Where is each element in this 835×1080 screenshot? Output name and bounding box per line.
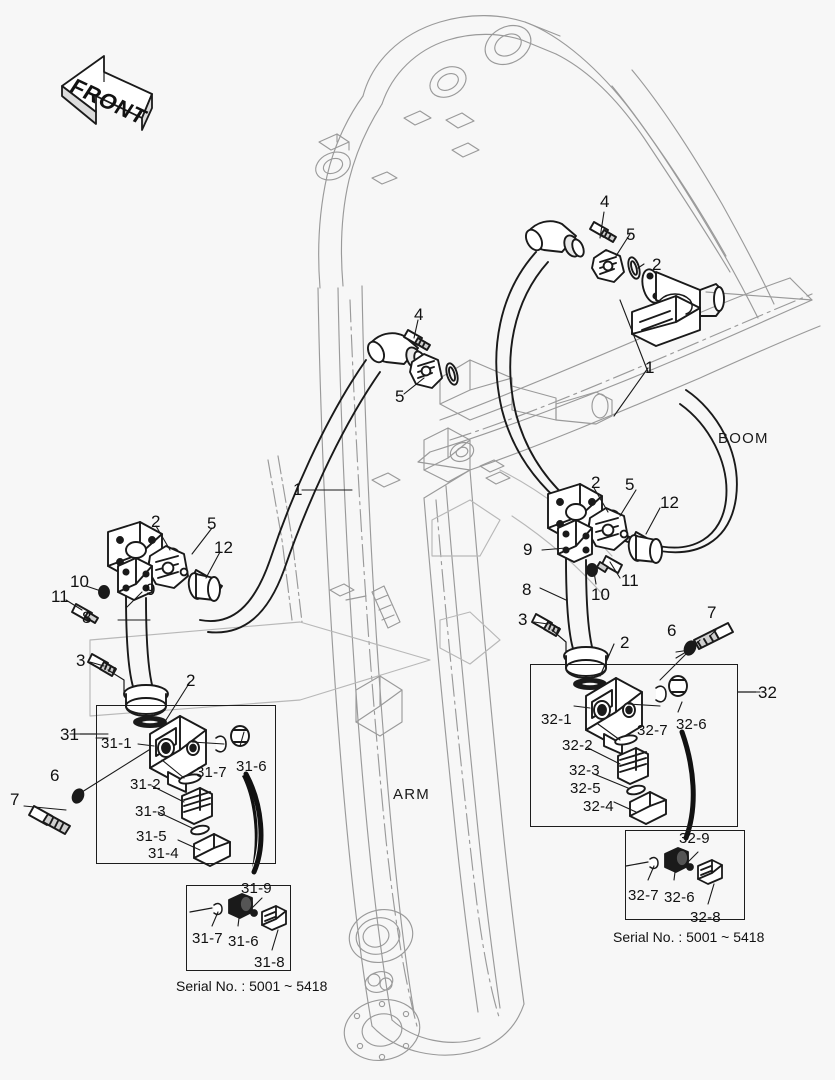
serial-31-6: 31-6 bbox=[228, 933, 259, 950]
callout-1-left-hose: 1 bbox=[293, 480, 303, 499]
part-32-2: 32-2 bbox=[562, 737, 593, 754]
callout-2-left-bottom: 2 bbox=[186, 671, 196, 690]
callout-7-right: 7 bbox=[707, 603, 717, 622]
callout-1-upper-right: 1 bbox=[645, 358, 655, 377]
callout-6-left: 6 bbox=[50, 766, 60, 785]
callout-8-left: 8 bbox=[82, 608, 92, 627]
detail-box-31-tag: 31 bbox=[60, 725, 79, 744]
callout-8-right: 8 bbox=[522, 580, 532, 599]
part-32-7: 32-7 bbox=[637, 722, 668, 739]
part-31-1: 31-1 bbox=[101, 735, 132, 752]
front-arrow-label: FRONT bbox=[65, 74, 153, 130]
callout-6-right: 6 bbox=[667, 621, 677, 640]
callout-5-left: 5 bbox=[207, 514, 217, 533]
arm-label: ARM bbox=[393, 786, 430, 803]
callout-11-right: 11 bbox=[621, 571, 639, 590]
callout-2-upper-right: 2 bbox=[652, 255, 662, 274]
callout-11-left: 11 bbox=[51, 587, 69, 606]
part-32-5: 32-5 bbox=[570, 780, 601, 797]
detail-box-32 bbox=[530, 664, 738, 827]
serial-31-7: 31-7 bbox=[192, 930, 223, 947]
callout-2-right-top: 2 bbox=[591, 473, 601, 492]
callout-12-left: 12 bbox=[214, 538, 233, 557]
callout-4-mid-left: 4 bbox=[414, 305, 424, 324]
detail-box-31 bbox=[96, 705, 276, 864]
callout-10-right: 10 bbox=[591, 585, 610, 604]
callout-9-left: 9 bbox=[146, 580, 156, 599]
detail-box-32-tag: 32 bbox=[758, 683, 777, 702]
callout-5-mid-left: 5 bbox=[395, 387, 405, 406]
serial-note-31: Serial No. : 5001 ~ 5418 bbox=[176, 978, 328, 994]
boom-label: BOOM bbox=[718, 430, 769, 447]
part-31-3: 31-3 bbox=[135, 803, 166, 820]
serial-32-6: 32-6 bbox=[664, 889, 695, 906]
part-32-4: 32-4 bbox=[583, 798, 614, 815]
part-32-1: 32-1 bbox=[541, 711, 572, 728]
callout-5-right: 5 bbox=[625, 475, 635, 494]
callout-7-left: 7 bbox=[10, 790, 20, 809]
serial-box-32 bbox=[625, 830, 745, 920]
part-31-5: 31-5 bbox=[136, 828, 167, 845]
serial-31-9: 31-9 bbox=[241, 880, 272, 897]
callout-5-upper-right: 5 bbox=[626, 225, 636, 244]
serial-32-8: 32-8 bbox=[690, 909, 721, 926]
serial-31-8: 31-8 bbox=[254, 954, 285, 971]
part-31-4: 31-4 bbox=[148, 845, 179, 862]
callout-12-right: 12 bbox=[660, 493, 679, 512]
callout-3-left: 3 bbox=[76, 651, 86, 670]
callout-2-left-top: 2 bbox=[151, 512, 161, 531]
callout-10-left: 10 bbox=[70, 572, 89, 591]
callout-4-upper-right: 4 bbox=[600, 192, 610, 211]
part-32-6: 32-6 bbox=[676, 716, 707, 733]
callout-2-right-bottom: 2 bbox=[620, 633, 630, 652]
serial-32-7: 32-7 bbox=[628, 887, 659, 904]
part-31-2: 31-2 bbox=[130, 776, 161, 793]
serial-box-31 bbox=[186, 885, 291, 971]
part-31-7: 31-7 bbox=[196, 764, 227, 781]
part-32-3: 32-3 bbox=[569, 762, 600, 779]
serial-32-9: 32-9 bbox=[679, 830, 710, 847]
part-31-6: 31-6 bbox=[236, 758, 267, 775]
callout-3-right: 3 bbox=[518, 610, 528, 629]
serial-note-32: Serial No. : 5001 ~ 5418 bbox=[613, 929, 765, 945]
callout-9-right: 9 bbox=[523, 540, 533, 559]
